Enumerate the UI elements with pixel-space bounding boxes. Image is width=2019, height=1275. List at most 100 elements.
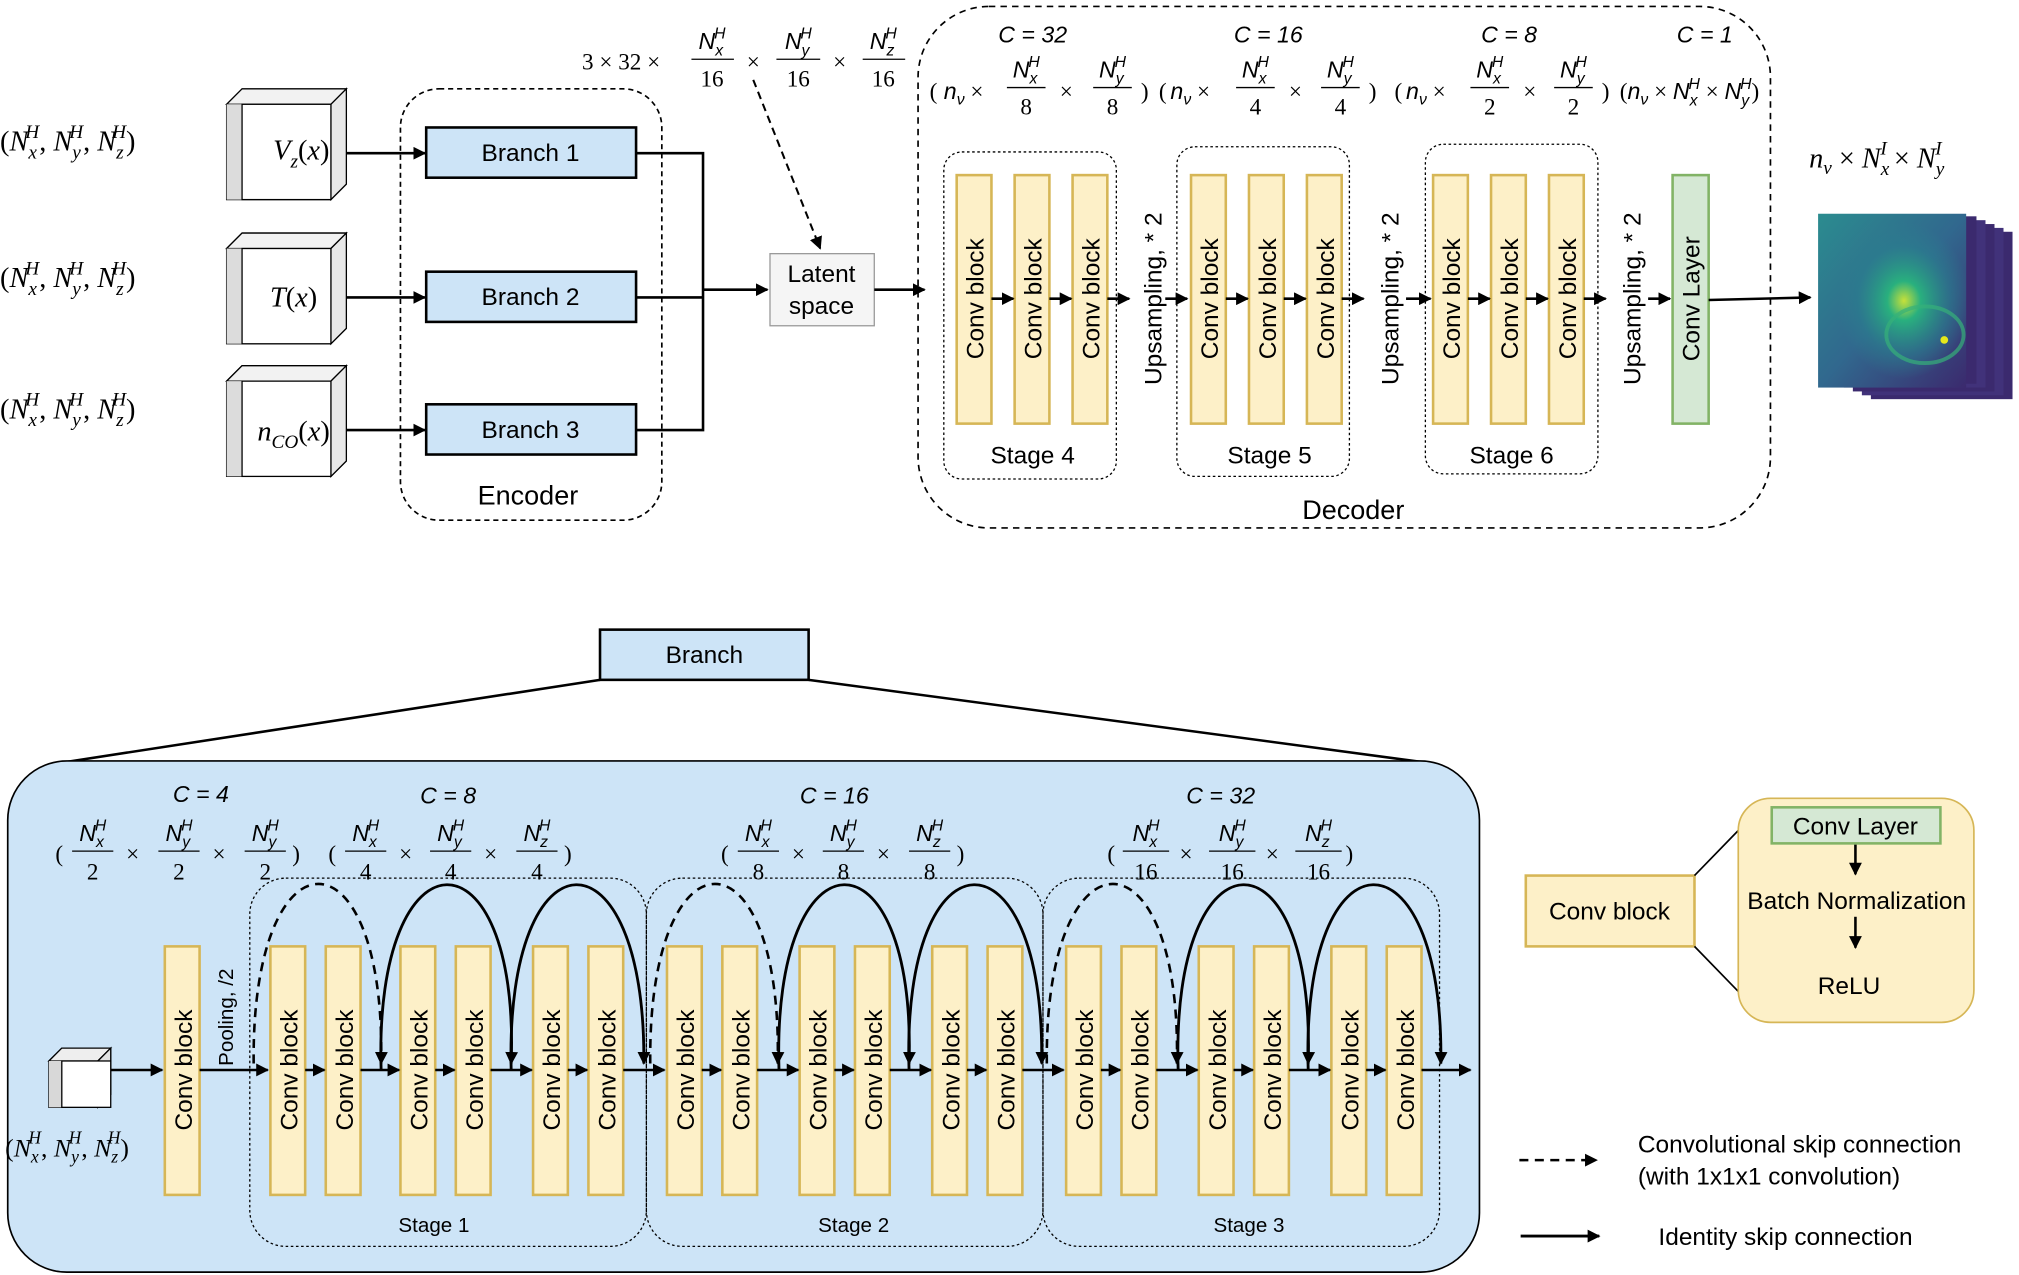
stage-3-conv-skip [1045,882,1184,1065]
stage-1-conv-block-5 [531,945,570,1197]
legend: Convolutional skip connection (with 1x1x… [1519,1131,1961,1251]
branch-2-box [424,270,638,324]
branch-1-label: Branch 1 [482,140,580,167]
stage-3-conv-block-4-label: Conv block [1260,1009,1287,1131]
stage-2-conv-block-2 [721,945,759,1197]
input-cube-2 [225,231,348,346]
stage-3-conv-block-5-label: Conv block [1337,1009,1364,1131]
stage-1-conv-block-5-label: Conv block [539,1009,566,1131]
svg-text:×: × [1266,841,1279,867]
svg-text:×: × [1060,79,1073,105]
svg-text:8: 8 [753,859,765,885]
svg-text:NyH: NyH [1099,54,1127,88]
svg-text:3 × 32 ×: 3 × 32 × [582,50,660,76]
svg-text:16: 16 [1134,859,1157,885]
stage-4-container [943,151,1117,480]
stage-1-conv-block-2 [324,945,362,1197]
dims-pointer-arrow [752,79,822,250]
svg-text:C = 32: C = 32 [998,21,1067,47]
svg-text:8: 8 [1107,95,1119,121]
decoder-title: Decoder [1302,495,1404,525]
branch-1-box [424,126,638,179]
svg-text:NyH: NyH [830,818,858,852]
svg-text:NxH: NxH [1242,54,1270,88]
branch-title-box [598,628,810,682]
stage-6-conv-block-2-label: Conv block [1497,237,1524,359]
svg-text:C = 16: C = 16 [1234,21,1303,47]
svg-text:NyH: NyH [1327,54,1355,88]
output-image-stack: nν × NxI × NyI [1809,139,2013,400]
latent-dims: 3 × 32 × NxH 16 × NyH 16 × NzH 16 [582,26,906,92]
svg-text:2: 2 [259,859,271,885]
output-dims: nν × NxI × NyI [1809,139,1945,181]
stage-1-container [249,877,648,1248]
batch-norm-step: Batch Normalization [1747,888,1966,915]
svg-text:×: × [212,841,225,867]
stage-2-conv-block-2-label: Conv block [728,1009,755,1131]
svg-text:NxH: NxH [1013,54,1041,88]
stage-1-conv-block-2-label: Conv block [332,1009,359,1131]
svg-text:(nν × NxH × NyH): (nν × NxH × NyH) [1620,76,1759,110]
input-2-dims: (NxH, NyH, NzH) [0,258,135,300]
stage-1-conv-block-4-label: Conv block [462,1009,489,1131]
svg-text:): ) [1141,79,1149,105]
conv-layer-step: Conv Layer [1793,813,1918,840]
stage-2-conv-skip [648,882,785,1065]
stage-2-label: Stage 2 [818,1214,889,1237]
svg-text:4: 4 [531,859,543,885]
svg-text:C = 16: C = 16 [800,782,869,808]
stage-1-identity-skip-2 [509,883,651,1071]
svg-text:2: 2 [87,859,99,885]
svg-text:2: 2 [1568,95,1580,121]
svg-text:NyH: NyH [1219,818,1247,852]
stage-2-identity-skip-1 [777,883,916,1071]
svg-text:16: 16 [1221,859,1244,885]
conv-block-legend-box [1524,874,1696,948]
stage-2-conv-block-1-label: Conv block [673,1009,700,1131]
stage-1-identity-skip-1 [379,883,519,1071]
stage-1-conv-block-6 [587,945,625,1197]
svg-text:4: 4 [1250,95,1262,121]
branch-first-conv-block [163,945,201,1197]
svg-text:16: 16 [700,66,723,92]
branch-3-label: Branch 3 [482,417,580,444]
stage-4-label: Stage 4 [991,443,1075,470]
svg-text:NxH: NxH [699,26,727,60]
svg-text:2: 2 [1484,95,1496,121]
legend-dashed-line1: Convolutional skip connection [1638,1131,1962,1158]
stage-2-conv-block-3-label: Conv block [806,1009,833,1131]
stage-1-label: Stage 1 [398,1214,469,1237]
svg-text:4: 4 [360,859,372,885]
stage-1-conv-block-4 [454,945,492,1197]
stage-2-identity-skip-2 [907,883,1049,1071]
conv-block-detail-panel [1737,797,1975,1024]
input-cube-1 [225,87,348,202]
stage-6-conv-block-3-label: Conv block [1555,237,1582,359]
stage-4-conv-block-3-label: Conv block [1079,237,1106,359]
svg-text:×: × [484,841,497,867]
svg-text:2: 2 [173,859,185,885]
svg-text:nν ×: nν × [1406,78,1446,108]
svg-text:(: ( [930,79,938,105]
svg-text:NyH: NyH [785,26,813,60]
stage-4-conv-block-3 [1071,173,1109,425]
svg-text:8: 8 [838,859,850,885]
decoder-conv-layer-label: Conv Layer [1679,236,1706,361]
svg-text:(: ( [1394,79,1402,105]
stage-5-conv-block-3-label: Conv block [1313,237,1340,359]
svg-text:NyH: NyH [437,818,465,852]
stage-6-container [1424,143,1599,475]
svg-text:): ) [292,841,300,867]
stage-5-label: Stage 5 [1227,443,1311,470]
upsampling-label-2: Upsampling, * 2 [1377,212,1404,385]
latent-space-label-2: space [789,293,854,320]
stage-3-conv-block-1-label: Conv block [1072,1009,1099,1131]
input-1-label: Vz(x) [273,136,329,173]
encoder-container [399,88,663,522]
svg-text:C = 8: C = 8 [420,782,476,808]
legend-dashed-line2: (with 1x1x1 convolution) [1638,1164,1900,1191]
branch-detail: Branch Stage 1 Stage 2 Stage 3 (NxH, NyH… [5,628,1481,1273]
stage-3-identity-skip-1 [1176,883,1316,1071]
stage-3-label: Stage 3 [1213,1214,1284,1237]
svg-text:): ) [1346,841,1354,867]
